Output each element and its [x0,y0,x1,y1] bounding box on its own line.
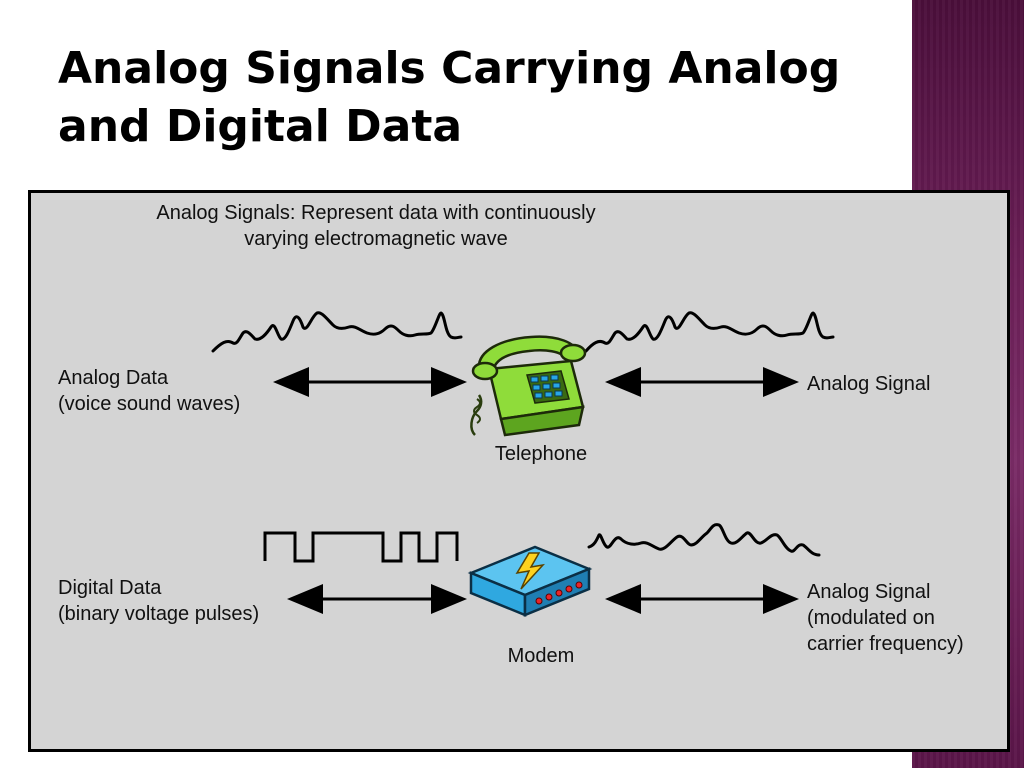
slide-title-line-1: Analog Signals Carrying Analog [58,43,841,94]
diagram-header-line-2: varying electromagnetic wave [244,228,508,250]
diagram-graphics [211,311,835,617]
slide-title-line-2: and Digital Data [58,101,463,152]
analog-signal-label: Analog Signal [807,373,931,395]
digital-pulse-waveform [263,531,459,563]
slide-title: Analog Signals Carrying Analog and Digit… [58,40,898,156]
diagram-header: Analog Signals: Represent data with cont… [71,200,681,252]
modem-label: Modem [507,645,575,667]
modem-icon [467,545,593,617]
analog-data-label: Analog Data (voice sound waves) [58,367,241,415]
telephone-label: Telephone [494,443,588,465]
modulated-signal-label: Analog Signal (modulated on carrier freq… [807,581,964,655]
analog-signal-waveform [584,311,835,353]
modulated-signal-waveform [587,523,821,557]
telephone-icon [470,335,587,437]
diagram-panel: Analog Signals: Represent data with cont… [28,190,1010,752]
analog-data-waveform [211,311,463,353]
digital-data-label: Digital Data (binary voltage pulses) [58,577,260,625]
diagram-header-line-1: Analog Signals: Represent data with cont… [156,202,596,224]
